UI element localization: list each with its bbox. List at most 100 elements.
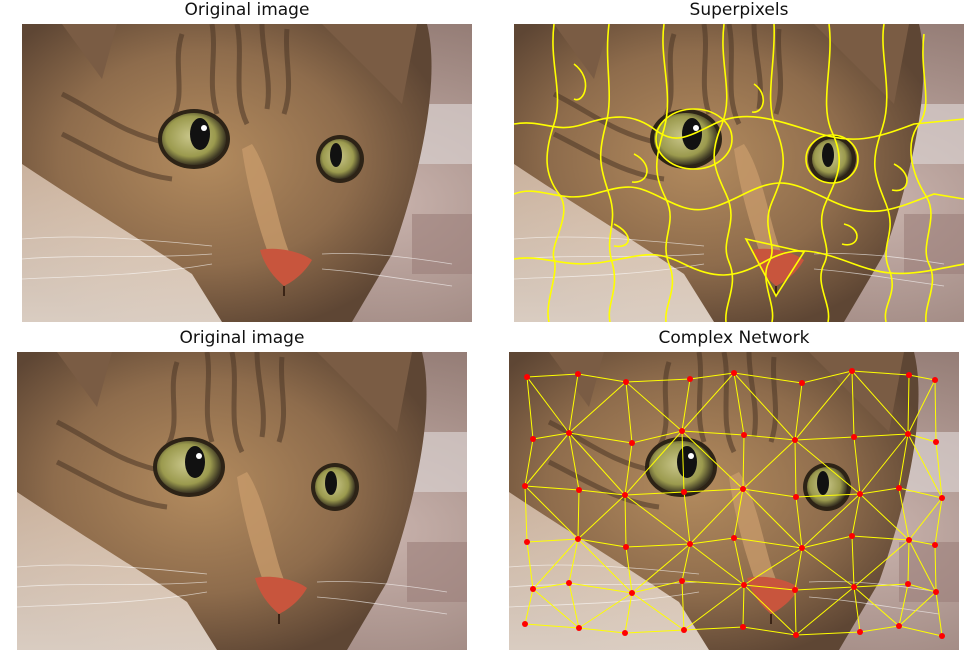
network-edge xyxy=(795,496,803,549)
panel-original-bottom: Original image xyxy=(17,328,467,650)
network-edge xyxy=(577,494,626,540)
network-edge xyxy=(795,586,855,636)
network-edge xyxy=(898,591,937,627)
network-node xyxy=(741,432,747,438)
network-edge xyxy=(859,493,910,541)
network-node xyxy=(905,431,911,437)
network-edge xyxy=(934,544,937,593)
network-node xyxy=(792,437,798,443)
network-edge xyxy=(851,370,910,376)
panel-original-top: Original image xyxy=(22,0,472,322)
network-edge xyxy=(624,629,685,634)
network-edge xyxy=(526,373,579,378)
network-edge xyxy=(568,373,579,434)
network-edge xyxy=(524,485,580,491)
network-edge xyxy=(908,539,936,546)
network-edge xyxy=(683,584,745,631)
network-edge xyxy=(851,370,855,438)
network-edge xyxy=(801,370,853,384)
network-node xyxy=(681,489,687,495)
network-edge xyxy=(898,625,943,637)
network-node xyxy=(933,439,939,445)
network-node xyxy=(932,542,938,548)
network-node xyxy=(793,632,799,638)
network-edge xyxy=(532,538,579,590)
network-edge xyxy=(689,537,735,545)
network-node xyxy=(524,539,530,545)
network-node xyxy=(906,372,912,378)
network-edge xyxy=(681,378,691,432)
network-edge xyxy=(908,374,936,381)
network-edge xyxy=(794,586,855,591)
network-edge xyxy=(689,543,745,586)
network-edge xyxy=(907,374,910,435)
panel-title: Original image xyxy=(179,328,305,348)
cat-photo xyxy=(17,352,467,650)
network-edge xyxy=(794,436,855,441)
panel-title: Original image xyxy=(184,0,310,20)
network-edge xyxy=(859,625,900,633)
network-nodes xyxy=(522,368,945,639)
network-edge xyxy=(851,493,861,537)
network-edge xyxy=(532,432,570,440)
network-edges xyxy=(524,370,943,637)
network-edge xyxy=(907,433,937,443)
network-edge xyxy=(577,489,580,540)
network-edge xyxy=(907,539,910,585)
network-edge xyxy=(907,433,943,499)
network-edge xyxy=(794,370,853,441)
network-node xyxy=(851,584,857,590)
network-edge xyxy=(625,381,633,444)
network-edge xyxy=(907,583,937,593)
network-node xyxy=(939,495,945,501)
network-node xyxy=(576,625,582,631)
network-edge xyxy=(683,488,744,493)
network-image xyxy=(509,352,959,650)
network-edge xyxy=(743,434,796,441)
network-edge xyxy=(934,497,943,546)
network-edge xyxy=(532,582,570,590)
network-edge xyxy=(577,373,627,383)
network-node xyxy=(792,587,798,593)
network-node xyxy=(932,377,938,383)
network-edge xyxy=(568,432,633,444)
network-node xyxy=(681,627,687,633)
network-node xyxy=(799,545,805,551)
network-edge xyxy=(898,583,909,627)
superpixel-boundaries xyxy=(514,24,964,322)
network-node xyxy=(849,533,855,539)
network-edge xyxy=(733,537,745,586)
network-edge xyxy=(733,372,796,441)
network-edge xyxy=(568,582,633,594)
network-edge xyxy=(908,539,937,593)
network-edge xyxy=(935,441,943,499)
network-edge xyxy=(625,378,691,383)
network-edge xyxy=(524,438,534,487)
network-node xyxy=(522,621,528,627)
network-edge xyxy=(742,488,803,549)
network-edge xyxy=(851,535,910,541)
network-edge xyxy=(733,537,803,549)
network-node xyxy=(687,376,693,382)
network-node xyxy=(851,434,857,440)
network-edge xyxy=(743,584,797,636)
network-edge xyxy=(794,589,797,636)
network-edge xyxy=(742,488,797,498)
network-edge xyxy=(624,442,633,496)
network-node xyxy=(740,624,746,630)
network-edge xyxy=(625,546,633,594)
network-edge xyxy=(631,580,683,594)
network-edge xyxy=(851,535,855,588)
network-edge xyxy=(524,485,528,543)
network-node xyxy=(530,436,536,442)
network-node xyxy=(623,379,629,385)
network-edge xyxy=(683,626,744,631)
network-edge xyxy=(681,543,691,582)
network-edge xyxy=(795,631,861,636)
network-edge xyxy=(681,430,745,436)
network-edge xyxy=(625,381,683,432)
network-edge xyxy=(568,432,580,491)
network-node xyxy=(731,370,737,376)
panel-title: Superpixels xyxy=(689,0,789,20)
network-edge xyxy=(532,588,580,629)
